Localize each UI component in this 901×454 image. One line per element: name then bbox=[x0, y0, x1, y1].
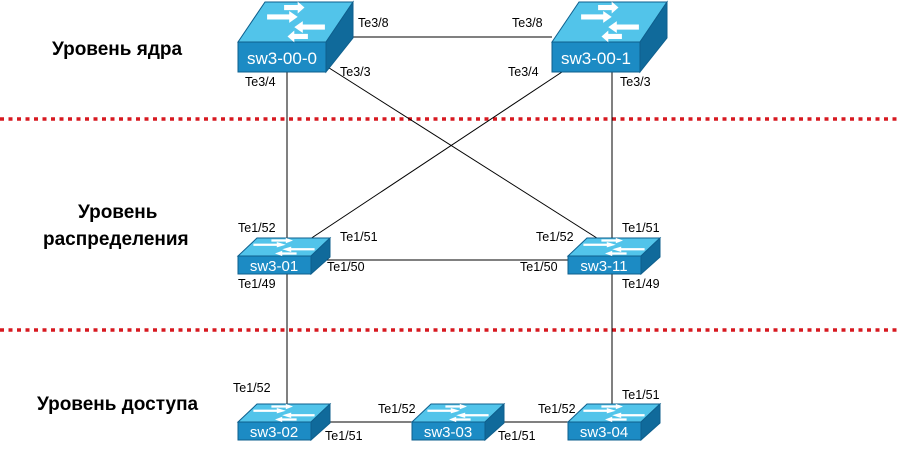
port-label: Te3/3 bbox=[620, 75, 651, 89]
switch-label: sw3-03 bbox=[424, 424, 472, 441]
switch-label: sw3-00-0 bbox=[247, 49, 317, 68]
switch-label: sw3-01 bbox=[250, 258, 298, 275]
link-core0-sw3-11 bbox=[325, 65, 601, 241]
switch-label: sw3-04 bbox=[580, 424, 628, 441]
switch-label: sw3-11 bbox=[580, 258, 627, 275]
port-label: Te1/51 bbox=[325, 429, 363, 443]
port-label: Te1/49 bbox=[238, 277, 276, 291]
switch-sw3-03[interactable]: sw3-03 bbox=[410, 402, 506, 442]
port-label: Te1/50 bbox=[327, 260, 365, 274]
switch-sw3-00-0[interactable]: sw3-00-0 bbox=[237, 0, 354, 74]
link-core1-sw3-01 bbox=[297, 69, 566, 248]
port-label: Te1/52 bbox=[238, 221, 276, 235]
port-label: Te3/3 bbox=[340, 65, 371, 79]
port-label: Te1/52 bbox=[536, 230, 574, 244]
port-label: Te1/51 bbox=[498, 429, 536, 443]
port-label: Te3/4 bbox=[245, 75, 276, 89]
port-label: Te3/8 bbox=[358, 16, 389, 30]
switch-sw3-01[interactable]: sw3-01 bbox=[236, 236, 332, 276]
links bbox=[286, 36, 613, 423]
port-label: Te1/52 bbox=[538, 402, 576, 416]
port-label: Te1/51 bbox=[622, 221, 660, 235]
port-label: Te3/8 bbox=[512, 16, 543, 30]
port-label: Te1/51 bbox=[340, 230, 378, 244]
layer-label-distribution-line2: распределения bbox=[43, 229, 189, 250]
layer-label-access: Уровень доступа bbox=[37, 394, 199, 415]
switch-sw3-02[interactable]: sw3-02 bbox=[236, 402, 332, 442]
port-label: Te1/52 bbox=[233, 381, 271, 395]
switch-label: sw3-00-1 bbox=[561, 49, 631, 68]
switch-label: sw3-02 bbox=[250, 424, 298, 441]
port-label: Te1/51 bbox=[622, 388, 660, 402]
switch-sw3-00-1[interactable]: sw3-00-1 bbox=[551, 0, 668, 74]
port-label: Te1/50 bbox=[520, 260, 558, 274]
switch-sw3-04[interactable]: sw3-04 bbox=[566, 402, 662, 442]
layer-label-distribution-line1: Уровень bbox=[78, 202, 157, 223]
port-label: Te3/4 bbox=[508, 65, 539, 79]
port-label: Te1/49 bbox=[622, 277, 660, 291]
switch-sw3-11[interactable]: sw3-11 bbox=[566, 236, 662, 276]
layer-label-core: Уровень ядра bbox=[52, 39, 182, 60]
port-label: Te1/52 bbox=[378, 402, 416, 416]
